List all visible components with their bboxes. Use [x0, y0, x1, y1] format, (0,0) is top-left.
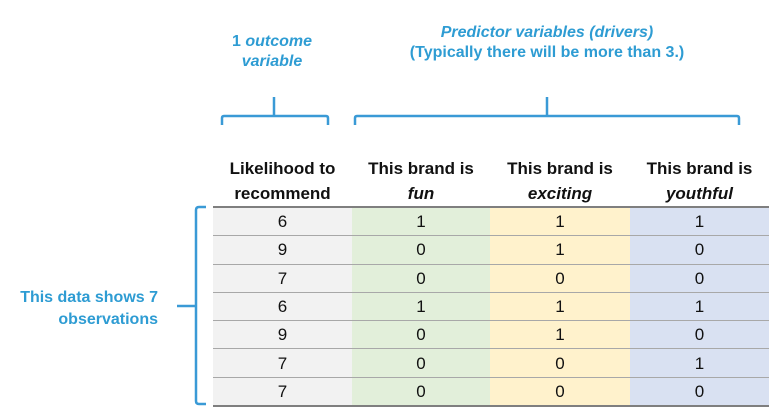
cell: 1 [352, 206, 490, 236]
cell: 1 [630, 291, 769, 321]
outcome-italic: outcome [245, 33, 312, 50]
cell: 0 [490, 263, 630, 293]
cell: 1 [490, 320, 630, 349]
cell: 6 [213, 291, 352, 321]
cell: 0 [490, 348, 630, 378]
cell: 0 [630, 376, 769, 408]
cell: 1 [630, 348, 769, 378]
cell: 7 [213, 263, 352, 293]
cell: 0 [352, 320, 490, 349]
cell: 1 [490, 291, 630, 321]
predictor-line1: Predictor variables (drivers) [440, 24, 654, 41]
observations-line2: observations [58, 311, 158, 328]
cell: 1 [352, 291, 490, 321]
cell: 0 [630, 320, 769, 349]
cell: 0 [352, 235, 490, 265]
outcome-variable-label: 1 outcome variable [212, 32, 332, 72]
outcome-line2: variable [241, 53, 303, 70]
cell: 0 [490, 376, 630, 408]
cell: 0 [352, 348, 490, 378]
outcome-bracket [220, 97, 330, 125]
cell: 0 [352, 263, 490, 293]
predictor-line2: (Typically there will be more than 3.) [409, 44, 685, 61]
predictor-bracket [353, 97, 741, 125]
cell: 0 [630, 235, 769, 265]
cell: 6 [213, 206, 352, 236]
cell: 1 [630, 206, 769, 236]
observations-bracket [177, 205, 206, 406]
cell: 1 [490, 235, 630, 265]
cell: 7 [213, 376, 352, 408]
cell: 0 [352, 376, 490, 408]
observations-line1: This data shows 7 [20, 289, 158, 306]
predictor-variables-label: Predictor variables (drivers) (Typically… [380, 23, 714, 63]
cell: 1 [490, 206, 630, 236]
cell: 9 [213, 235, 352, 265]
cell: 7 [213, 348, 352, 378]
outcome-prefix: 1 [231, 33, 246, 50]
cell: 0 [630, 263, 769, 293]
cell: 9 [213, 320, 352, 349]
observations-label: This data shows 7 observations [0, 287, 158, 331]
